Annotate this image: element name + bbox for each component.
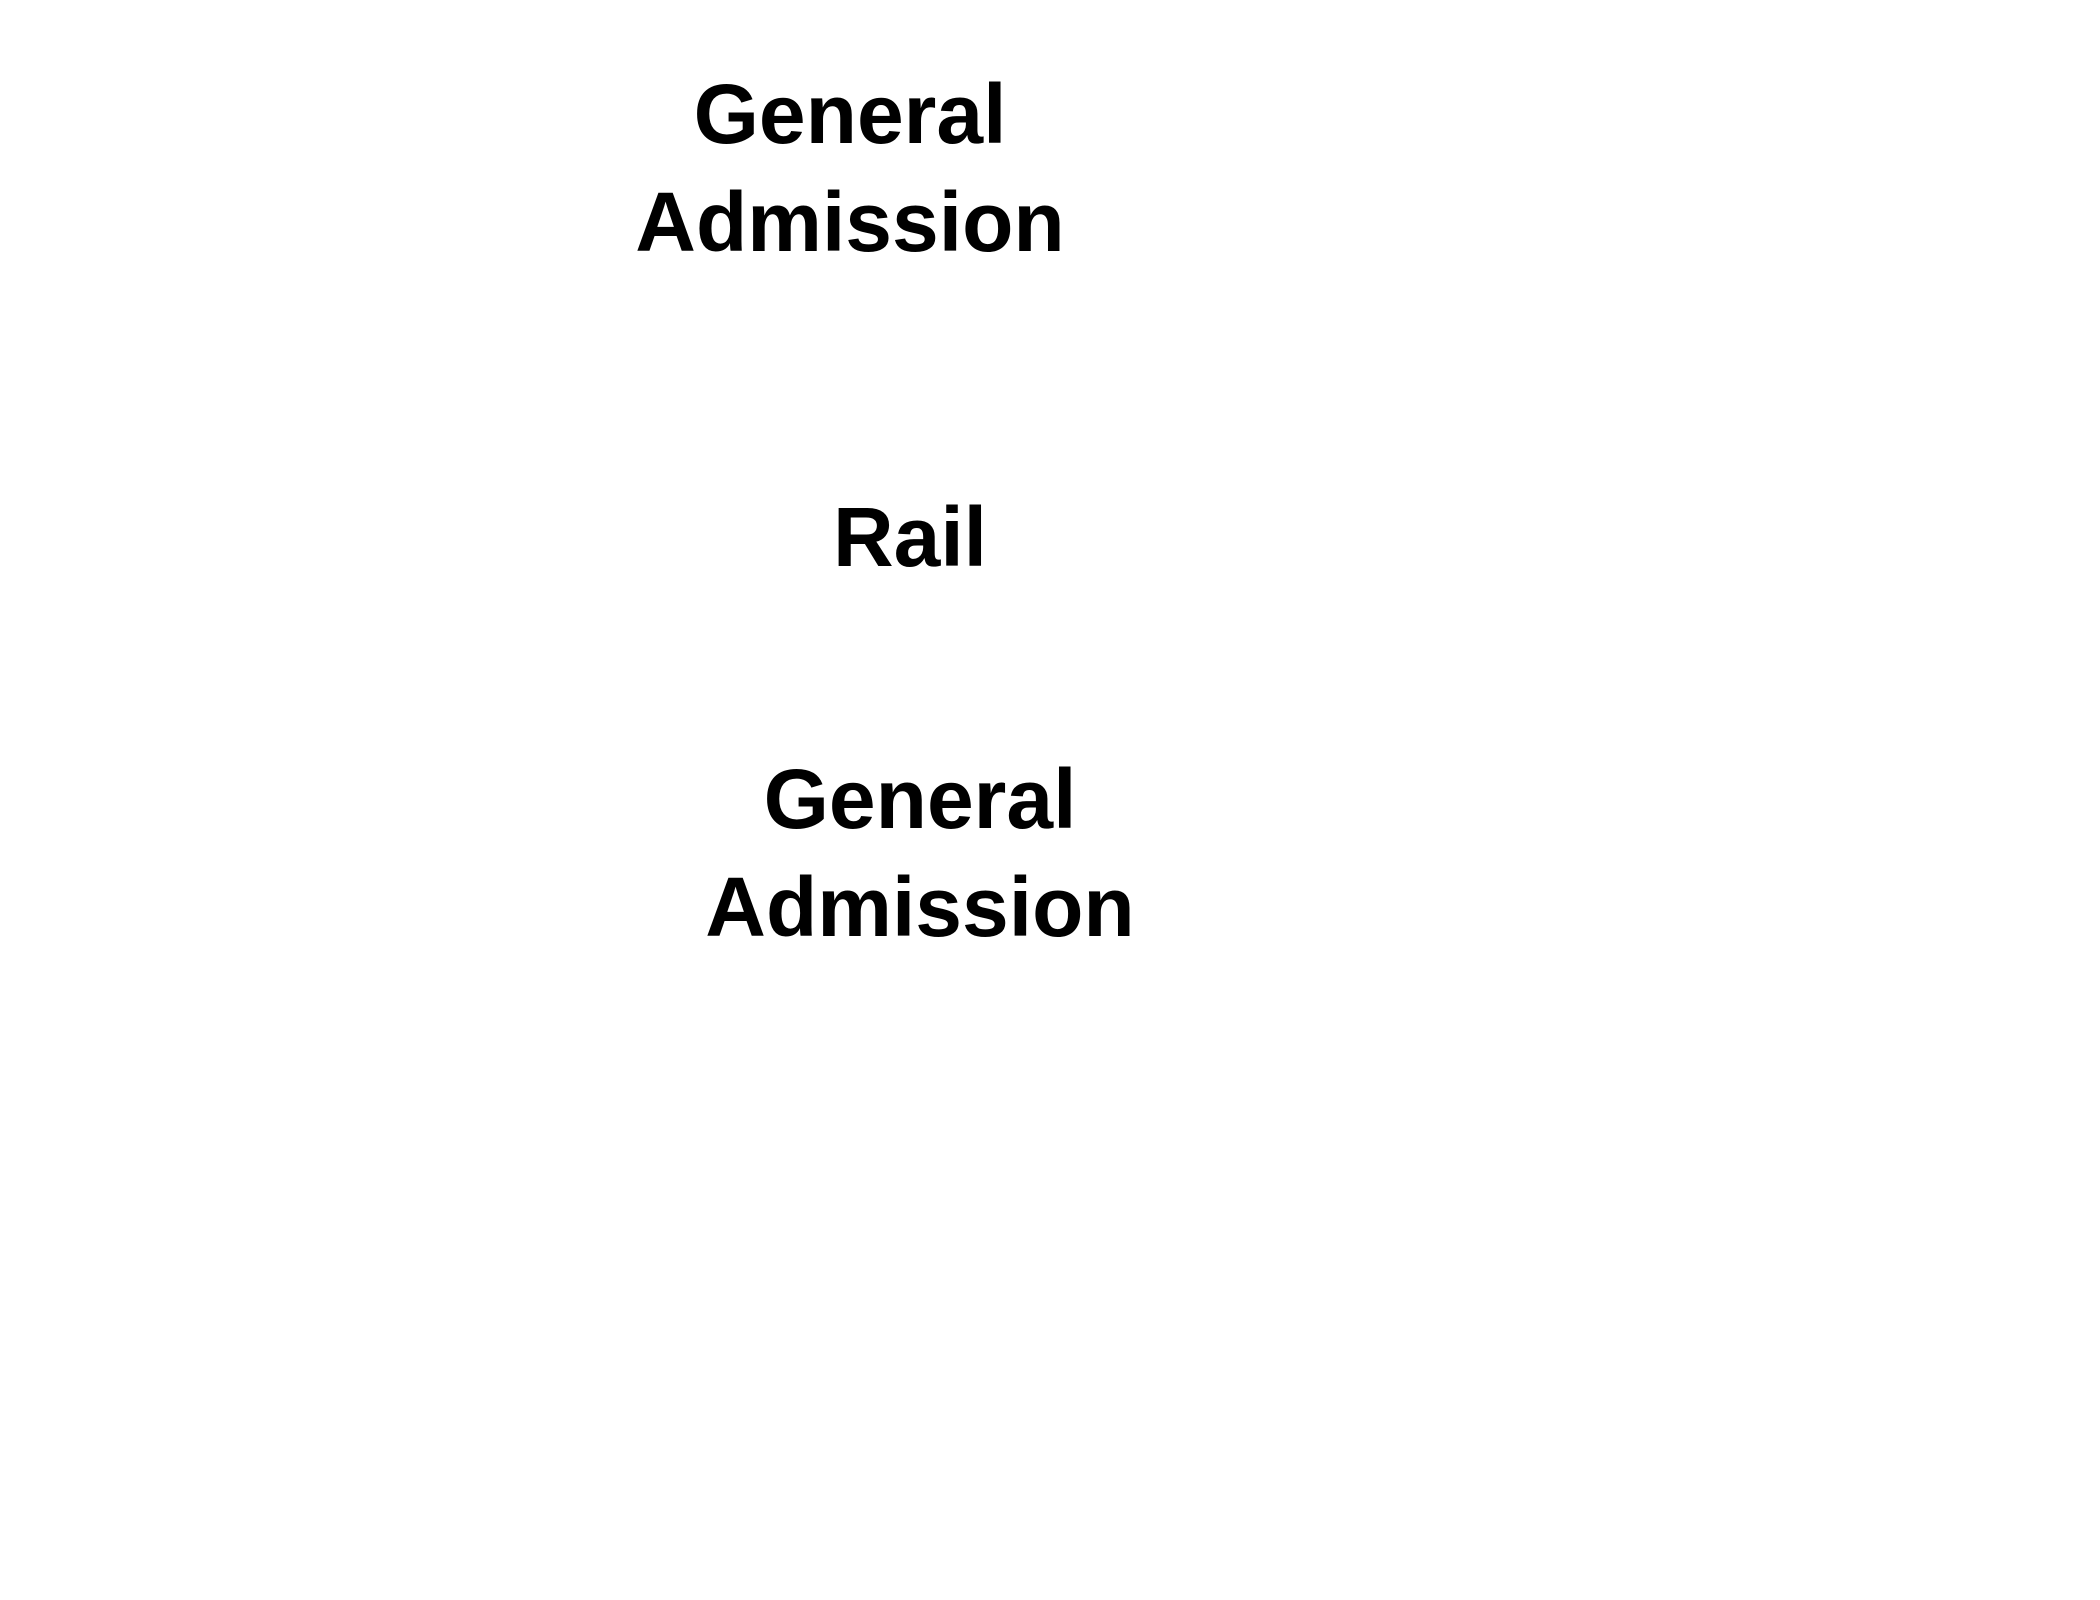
rail-label: Rail: [770, 483, 1050, 591]
rail-label-text: Rail: [832, 490, 988, 584]
general-admission-top-label: General Admission: [610, 60, 1090, 276]
general-admission-bottom-label: General Admission: [670, 745, 1170, 961]
general-admission-top-line2: Admission: [635, 175, 1065, 269]
general-admission-bottom-line1: General: [763, 752, 1077, 846]
general-admission-top-line1: General: [693, 67, 1007, 161]
general-admission-bottom-line2: Admission: [705, 860, 1135, 954]
